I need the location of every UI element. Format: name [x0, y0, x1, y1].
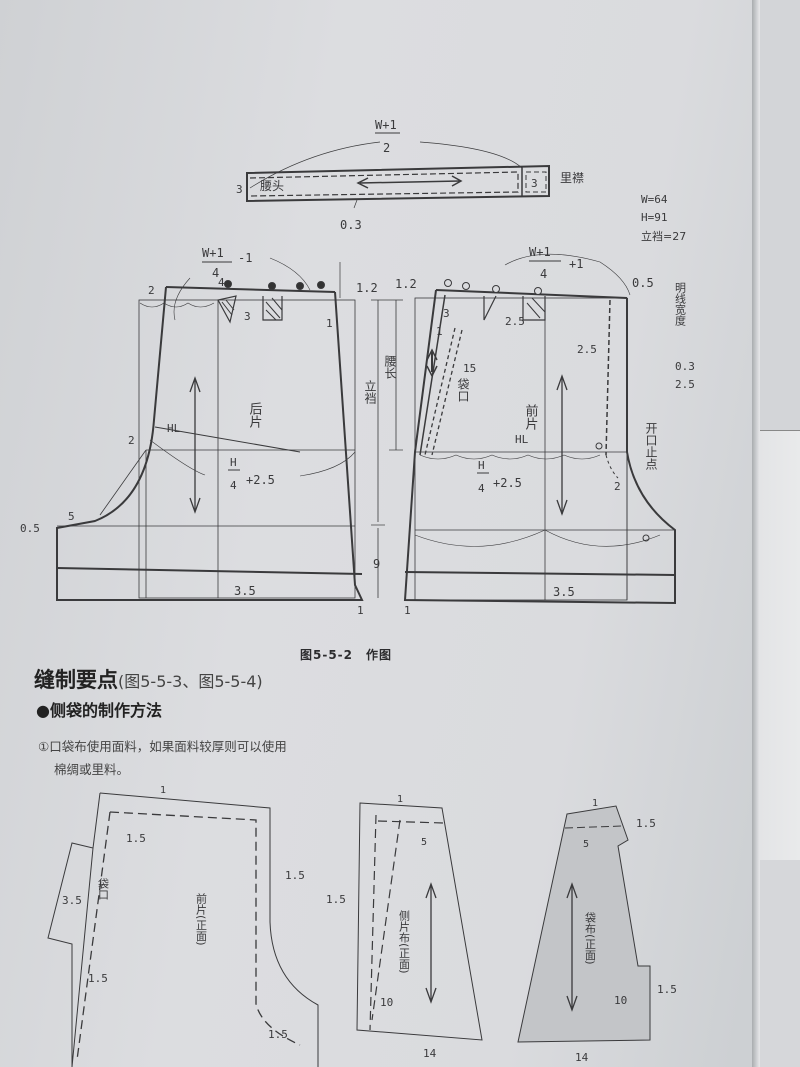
back-hip-suffix: +2.5 — [246, 473, 275, 487]
front-piece-top-seam: 1 — [160, 785, 166, 796]
subsection-title: ●侧袋的制作方法 — [36, 701, 162, 720]
side-piece-label: 侧片布(正面) — [398, 910, 411, 974]
back-hip-line-label: HL — [167, 422, 181, 435]
front-hem: 3.5 — [553, 585, 575, 599]
pocket-bag-tab: 1.5 — [657, 983, 677, 996]
front-hip-line-label: HL — [515, 433, 529, 446]
pocket-opening-label: 袋口 — [456, 378, 470, 402]
back-left-top: 2 — [148, 284, 155, 297]
waistband-fraction-num: W+1 — [375, 118, 397, 132]
topstitch-value-2: 2.5 — [675, 378, 695, 391]
front-fly-width: 2.5 — [577, 343, 597, 356]
back-right-down: 1 — [326, 317, 333, 330]
back-crotch: 5 — [68, 510, 75, 523]
front-piece-seam-a: 1.5 — [126, 832, 146, 845]
stitch-width: 0.3 — [340, 218, 362, 232]
back-crotch-ext: 0.5 — [20, 522, 40, 535]
pocket-bag-top: 1 — [592, 798, 598, 809]
inseam-label: 9 — [373, 557, 380, 571]
back-right-top: 1.2 — [356, 281, 378, 295]
hip-measurement: H=91 — [641, 211, 668, 224]
rise-measurement: 立裆=27 — [641, 229, 686, 243]
front-piece-seam-c: 1.5 — [88, 972, 108, 985]
figure-caption: 图5-5-2 作图 — [300, 648, 393, 662]
front-opening: 2 — [614, 480, 621, 493]
rise-label: 立裆 — [363, 379, 377, 404]
hip-depth-label: 腰长 — [383, 355, 397, 379]
side-piece-bottom: 14 — [423, 1047, 437, 1060]
fly-width: 3 — [531, 177, 538, 190]
front-hem-side: 1 — [404, 604, 411, 617]
front-pocket-a: 3 — [443, 307, 450, 320]
front-hip-den: 4 — [478, 482, 485, 495]
instruction-note: ①口袋布使用面料，如果面料较厚则可以使用 棉绸或里料。 — [38, 735, 287, 781]
back-hip-den: 4 — [230, 479, 237, 492]
section-figure-ref: (图5-5-3、图5-5-4) — [118, 672, 263, 691]
pocket-bag-bottom: 14 — [575, 1051, 589, 1064]
front-piece-label: 前片(正面) — [195, 892, 208, 946]
front-hip-suffix: +2.5 — [493, 476, 522, 490]
front-piece-title: 前片 — [523, 403, 539, 430]
front-piece-seam-d: 1.5 — [268, 1028, 288, 1041]
pocket-bag-inner: 5 — [583, 839, 589, 850]
front-piece: 前片 W+1 4 +1 1.2 3 1 2.5 0.5 2.5 15 袋口 HL… — [395, 245, 676, 617]
topstitch-value-1: 0.3 — [675, 360, 695, 373]
front-waist-suffix: +1 — [569, 257, 583, 271]
section-title: 缝制要点(图5-5-3、图5-5-4) — [34, 664, 263, 694]
side-piece-top: 1 — [397, 794, 403, 805]
back-hem-side: 1 — [357, 604, 364, 617]
front-piece-pocket-label: 袋口 — [97, 877, 110, 900]
section-title-text: 缝制要点 — [34, 668, 118, 692]
front-piece-pocket-width: 3.5 — [62, 894, 82, 907]
note-line-2: 棉绸或里料。 — [54, 762, 130, 777]
adjacent-page-illustration-bottom — [760, 860, 800, 1067]
front-top-left: 1.2 — [395, 277, 417, 291]
pocket-bag-depth: 10 — [614, 994, 627, 1007]
dimension-lines: 立裆 腰长 9 — [363, 299, 403, 598]
front-dart: 2.5 — [505, 315, 525, 328]
back-waist-num: W+1 — [202, 246, 224, 260]
measurements: W=64 H=91 立裆=27 — [641, 193, 686, 243]
back-hl-offset: 2 — [128, 434, 135, 447]
bottom-side-piece: 1 5 1.5 10 14 侧片布(正面) — [326, 794, 483, 1060]
pocket-length: 15 — [463, 362, 476, 375]
front-waist-den: 4 — [540, 267, 547, 281]
pocket-bag-side: 1.5 — [636, 817, 656, 830]
front-top-right: 0.5 — [632, 276, 654, 290]
fly-opening-stop-label: 开口止点 — [644, 422, 658, 470]
bottom-pocket-bag: 1 5 1.5 10 1.5 14 袋布(正面) — [517, 798, 677, 1064]
waistband-label: 腰头 — [260, 179, 284, 193]
pocket-bag-label: 袋布(正面) — [584, 911, 597, 965]
side-piece-depth: 10 — [380, 996, 393, 1009]
back-dart-a: 4 — [218, 276, 225, 289]
front-waist-num: W+1 — [529, 245, 551, 259]
front-pocket-b: 1 — [436, 325, 443, 338]
adjacent-page-illustration — [760, 0, 800, 431]
side-piece-side: 1.5 — [326, 893, 346, 906]
fly-label: 里襟 — [560, 170, 584, 185]
back-waist-suffix: -1 — [238, 251, 252, 265]
waistband-fraction-den: 2 — [383, 141, 390, 155]
bottom-front-piece: 1 1.5 1.5 3.5 1.5 1.5 袋口 前片(正面) — [47, 785, 319, 1067]
back-piece-title: 后片 — [247, 402, 263, 428]
front-piece-seam-b: 1.5 — [285, 869, 305, 882]
back-dart-b: 3 — [244, 310, 251, 323]
back-hem: 3.5 — [234, 584, 256, 598]
back-waist-den: 4 — [212, 266, 219, 280]
topstitch-note: 明线宽度 0.3 2.5 — [674, 282, 695, 391]
waistband-width-left: 3 — [236, 183, 243, 196]
front-hip-num: H — [478, 459, 485, 472]
note-line-1: ①口袋布使用面料，如果面料较厚则可以使用 — [38, 739, 287, 754]
side-piece-inner: 5 — [421, 837, 427, 848]
waistband: W+1 2 3 腰头 3 里襟 0.3 — [236, 118, 584, 232]
topstitch-label: 明线宽度 — [674, 282, 687, 327]
back-piece: 后片 W+1 4 -1 4 3 2 1.2 1 HL 2 H 4 +2.5 5 … — [20, 246, 378, 617]
back-hip-num: H — [230, 456, 237, 469]
waist-measurement: W=64 — [641, 193, 668, 206]
